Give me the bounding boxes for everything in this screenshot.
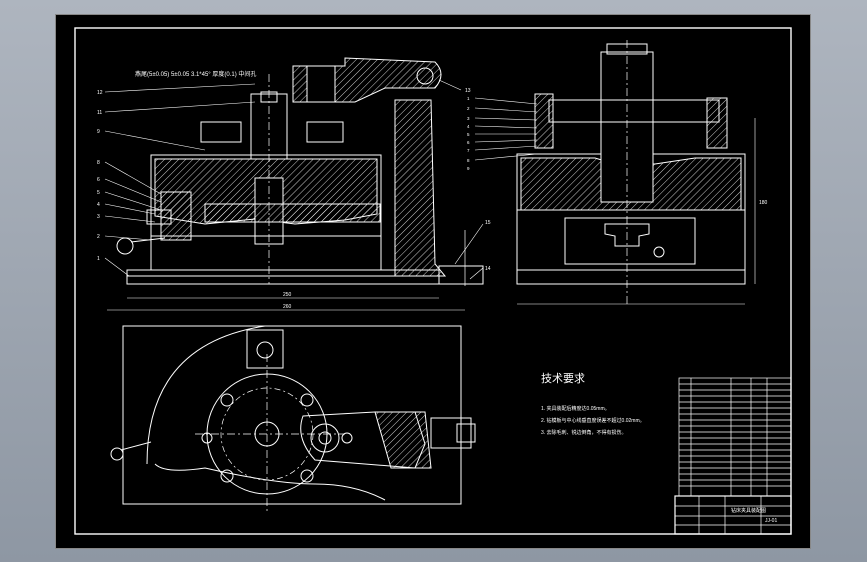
callout-left: 1 — [97, 256, 100, 262]
top-view — [110, 325, 476, 514]
fixture-body — [150, 154, 382, 271]
callout-left: 6 — [97, 177, 100, 183]
callout-right: 6 — [467, 140, 470, 145]
tech-req-item: 1. 夹具装配后精度达0.05mm。 — [541, 405, 610, 412]
callout-left: 8 — [97, 160, 100, 166]
dim-base: 250 — [283, 292, 292, 298]
callout-mid: 14 — [485, 266, 491, 272]
callout-left: 3 — [97, 214, 100, 220]
tech-req-item: 2. 钻模板与中心线垂直度误差不超过0.02mm。 — [541, 417, 645, 424]
callout-right: 4 — [467, 124, 470, 129]
dim-height: 180 — [759, 200, 768, 206]
callout-left: 2 — [97, 234, 100, 240]
right-callouts — [474, 97, 538, 161]
cad-drawing: 燕尾(5±0.05) 5±0.05 3.1*45° 厚度(0.1) 中间孔 — [55, 14, 811, 549]
callout-right: 1 — [467, 96, 470, 101]
base-plate — [126, 269, 440, 285]
callout-left: 12 — [97, 90, 103, 96]
callout-right: 8 — [467, 158, 470, 163]
callout-right: 9 — [467, 166, 470, 171]
title-block-code: JJ-01 — [765, 518, 777, 524]
callout-right: 2 — [467, 106, 470, 111]
title-block — [674, 495, 792, 535]
callout-mid: 13 — [465, 88, 471, 94]
parts-list — [678, 377, 792, 497]
tech-req-item: 3. 去除毛刺、锐边倒角，不得有损伤。 — [541, 429, 627, 436]
outer-border — [55, 14, 811, 549]
callout-left: 11 — [97, 110, 102, 116]
front-view — [107, 57, 484, 311]
left-callouts — [104, 83, 256, 277]
dim-overall: 260 — [283, 304, 292, 310]
title-block-name: 钻床夹具装配图 — [731, 507, 766, 514]
callout-left: 5 — [97, 190, 100, 196]
top-note: 燕尾(5±0.05) 5±0.05 3.1*45° 厚度(0.1) 中间孔 — [135, 70, 256, 78]
tech-req-title: 技术要求 — [541, 372, 585, 385]
side-view — [516, 40, 756, 305]
drawing-sheet: 燕尾(5±0.05) 5±0.05 3.1*45° 厚度(0.1) 中间孔 — [55, 14, 811, 549]
callout-right: 7 — [467, 148, 470, 153]
callout-mid: 15 — [485, 220, 491, 226]
callout-right: 3 — [467, 116, 470, 121]
callout-left: 9 — [97, 129, 100, 135]
inner-border — [74, 27, 792, 535]
callout-right: 5 — [467, 132, 470, 137]
side-base — [516, 269, 746, 285]
callout-left: 4 — [97, 202, 100, 208]
